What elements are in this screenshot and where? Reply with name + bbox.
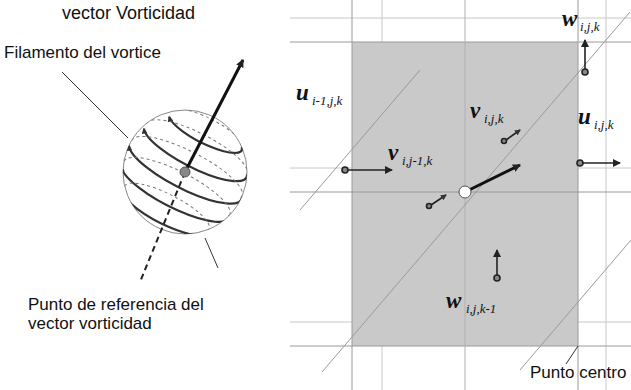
- variable-name: w: [562, 6, 577, 31]
- figure-label: vector Vorticidad: [62, 4, 195, 24]
- figure-label: Punto de referencia del vector vorticida…: [28, 296, 253, 333]
- variable-subscript: i,j,k: [484, 112, 504, 126]
- variable-name: v: [388, 140, 398, 165]
- variable-subscript: i,j-1,k: [402, 154, 432, 168]
- variable-subscript: i,j,k: [594, 118, 614, 132]
- variable-subscript: i,j,k-1: [466, 302, 496, 316]
- figure-label: Punto centro: [530, 364, 626, 383]
- variable-name: v: [470, 98, 480, 123]
- variable-name: w: [446, 288, 461, 313]
- variable-name: u: [296, 80, 309, 105]
- variable-name: u: [578, 104, 591, 129]
- figure-label: Filamento del vortice: [4, 44, 161, 63]
- variable-subscript: i-1,j,k: [312, 94, 342, 108]
- variable-subscript: i,j,k: [580, 20, 600, 34]
